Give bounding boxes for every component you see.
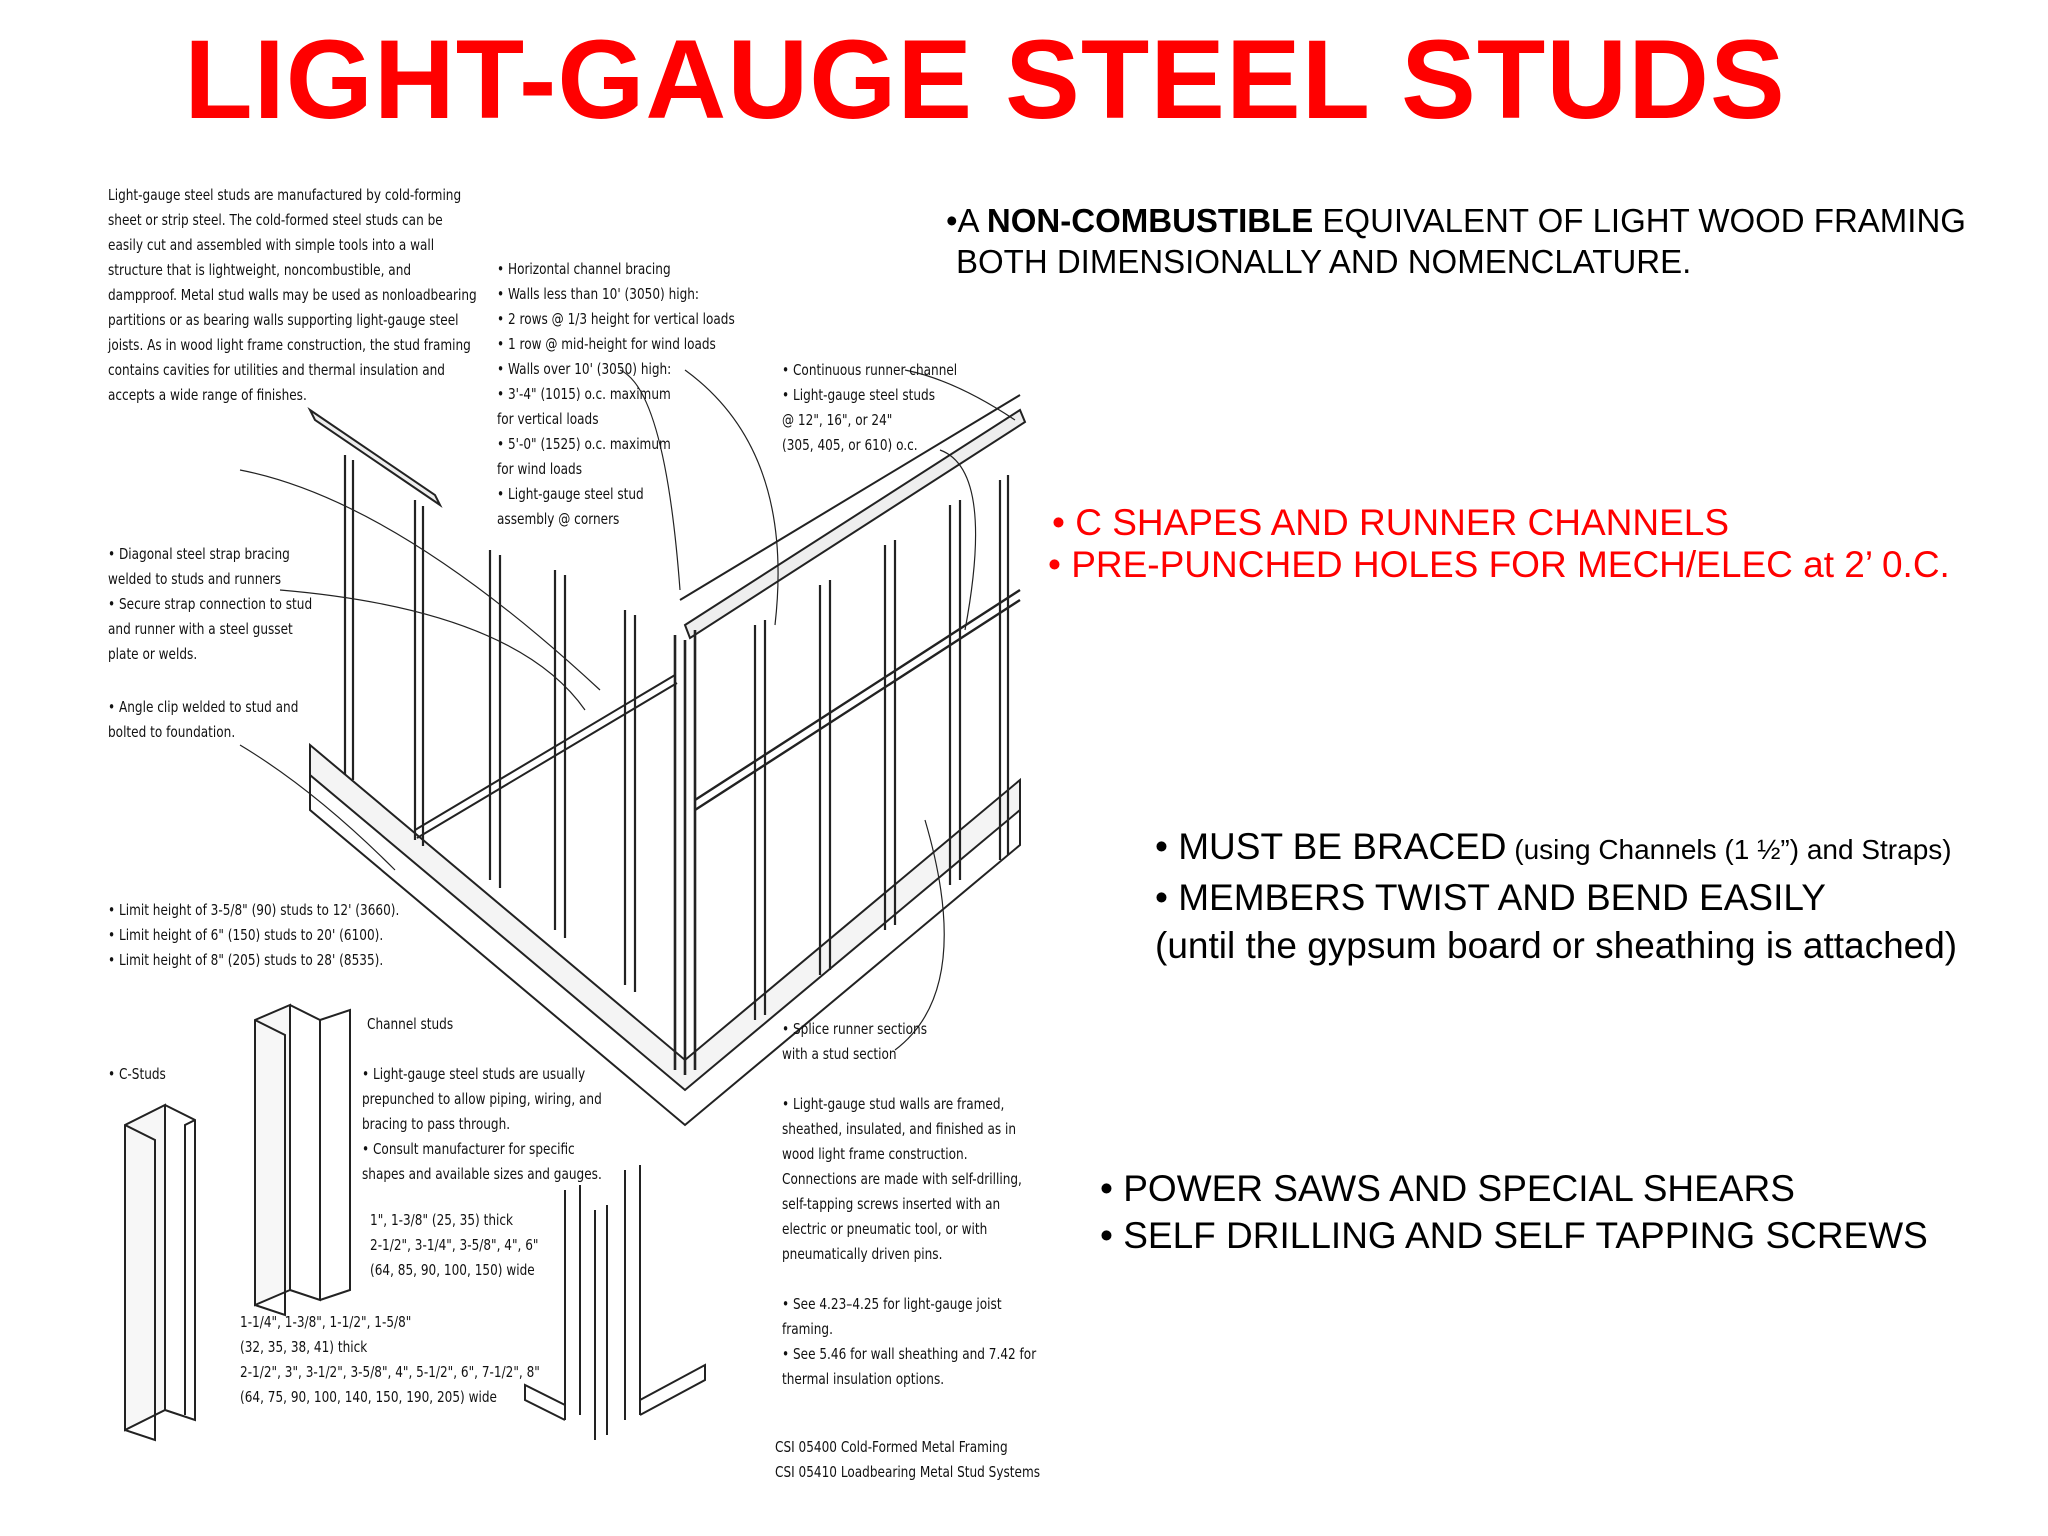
bullet-c-shapes: • C SHAPES AND RUNNER CHANNELS xyxy=(1052,502,1730,543)
diagram-note-c-dims: 1-1/4", 1-3/8", 1-1/2", 1-5/8" (32, 35, … xyxy=(240,1313,540,1406)
bullet-pre-punched: • PRE-PUNCHED HOLES FOR MECH/ELEC at 2’ … xyxy=(1048,544,1950,585)
diagram-note-csi: CSI 05400 Cold-Formed Metal Framing CSI … xyxy=(775,1438,1041,1481)
bullet-intro: •A NON-COMBUSTIBLE EQUIVALENT OF LIGHT W… xyxy=(946,202,1966,280)
bullet-intro-bold: NON-COMBUSTIBLE xyxy=(986,202,1314,239)
bullet-screws: • SELF DRILLING AND SELF TAPPING SCREWS xyxy=(1100,1215,1928,1256)
diagram-note-prepunched: • Light-gauge steel studs are usually pr… xyxy=(362,1065,602,1183)
page-title: LIGHT-GAUGE STEEL STUDS xyxy=(184,17,1786,142)
bullet-braced: • MUST BE BRACED (using Channels (1 ½”) … xyxy=(1155,826,1958,966)
diagram-note-splice: • Splice runner sections with a stud sec… xyxy=(782,1020,928,1063)
bullet-power-saws: • POWER SAWS AND SPECIAL SHEARS xyxy=(1100,1168,1795,1209)
diagram-note-channel-dims: 1", 1-3/8" (25, 35) thick 2-1/2", 3-1/4"… xyxy=(370,1211,539,1279)
diagram-note-channel-studs: Channel studs xyxy=(367,1015,454,1033)
steel-stud-framing-diagram xyxy=(124,369,1027,1442)
diagram-note-runner: • Continuous runner channel • Light-gaug… xyxy=(782,361,958,454)
diagram-note-intro: Light-gauge steel studs are manufactured… xyxy=(108,186,477,404)
diagram-note-bracing: • Horizontal channel bracing • Walls les… xyxy=(497,260,735,528)
diagram-note-framed: • Light-gauge stud walls are framed, she… xyxy=(782,1095,1037,1388)
diagram-note-limits: • Limit height of 3-5/8" (90) studs to 1… xyxy=(108,901,400,969)
diagram-note-cstuds: • C-Studs xyxy=(108,1065,166,1083)
diagram-note-angle: • Angle clip welded to stud and bolted t… xyxy=(108,698,299,741)
bullet-tools: • POWER SAWS AND SPECIAL SHEARS • SELF D… xyxy=(1100,1165,1928,1259)
diagram-note-diagonal: • Diagonal steel strap bracing welded to… xyxy=(108,545,313,663)
bullet-red-list: • C SHAPES AND RUNNER CHANNELS • PRE-PUN… xyxy=(1048,502,1950,586)
